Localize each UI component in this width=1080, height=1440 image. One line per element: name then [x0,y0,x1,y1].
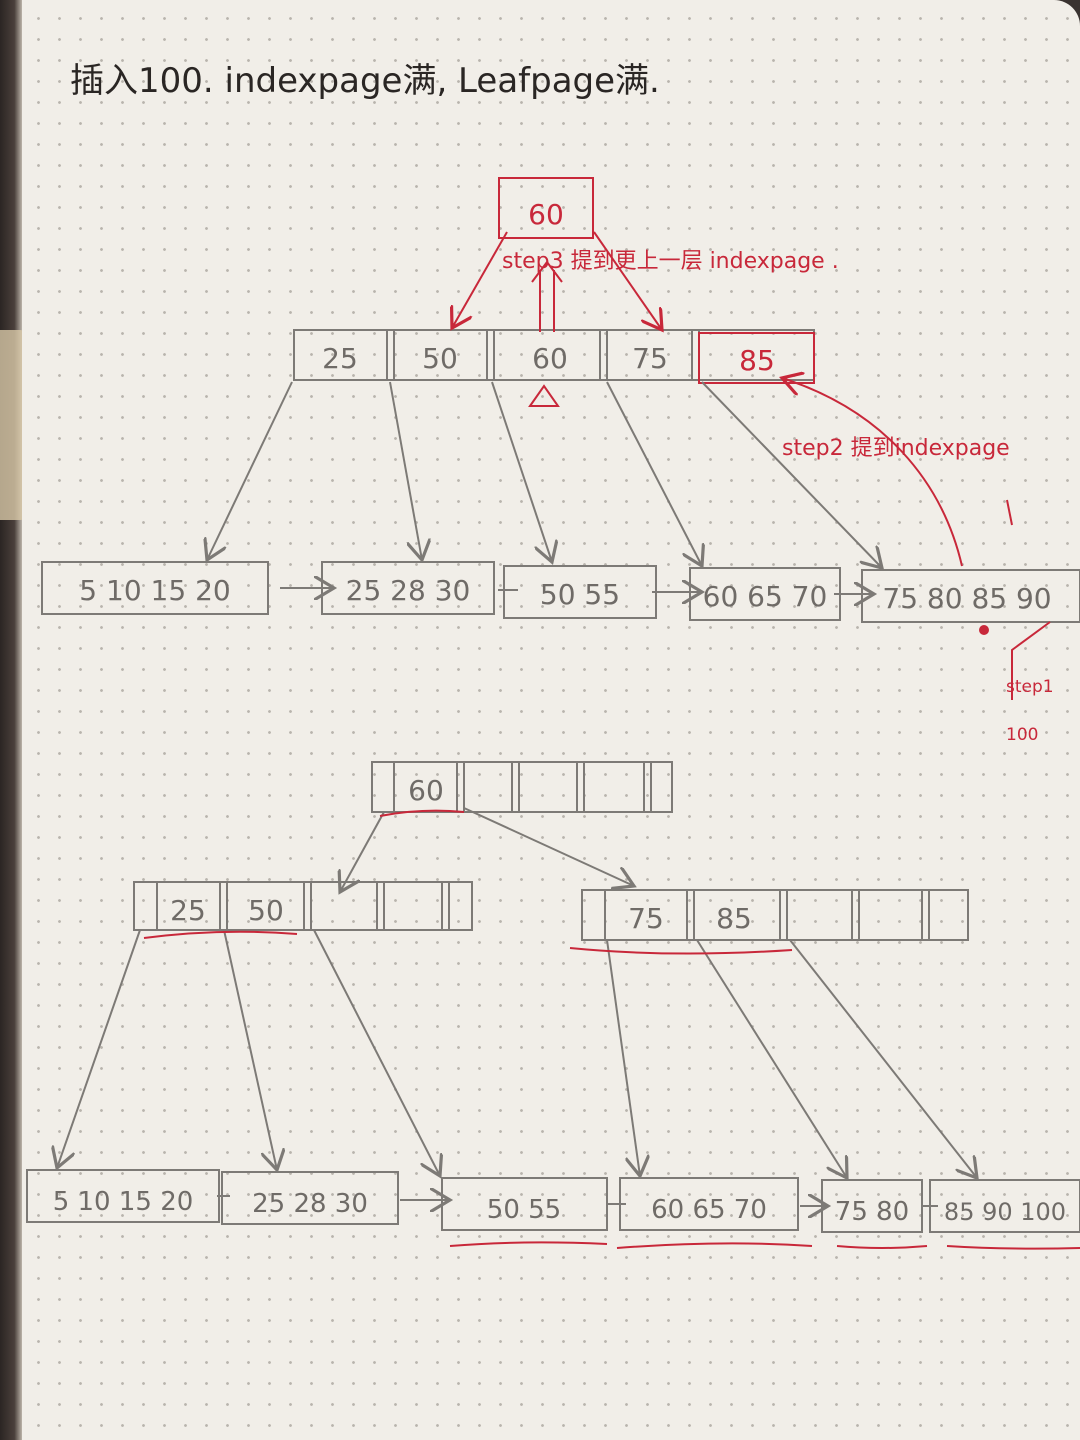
before-step-notes: step3 提到更上一层 indexpage . step2 提到indexpa… [502,249,1054,745]
before-leaf-text: 25 28 30 [346,574,471,607]
before-new-slot-85 [698,332,815,384]
before-index-key: 60 [532,342,568,375]
before-root-box [498,177,594,239]
before-leaf-text: 50 55 [540,578,620,611]
after-right-index-key: 85 [716,902,752,935]
before-index-key: 50 [422,342,458,375]
split-point-triangle [528,384,560,407]
after-leaf-text: 85 90 100 [944,1198,1066,1226]
after-leaf-text: 50 55 [487,1195,561,1225]
before-leaf-text: 60 65 70 [703,580,828,613]
after-left-index-key: 50 [248,894,284,927]
before-leaf-text: 75 80 85 90 [882,582,1051,615]
before-labels: 60 25 50 60 75 85 5 10 15 20 25 28 30 50… [79,198,1051,615]
before-leaf-1 [41,561,269,615]
before-index-key: 85 [739,344,775,377]
after-leaf-text: 60 65 70 [651,1195,767,1225]
notebook-binding [0,0,24,1440]
after-labels: 60 25 50 75 85 5 10 15 20 25 28 30 50 55… [53,774,1066,1227]
before-index-key: 25 [322,342,358,375]
after-right-index [581,889,969,941]
after-root-page [371,761,673,813]
step2-note: step2 提到indexpage [782,436,1010,461]
after-leaf-text: 5 10 15 20 [53,1187,194,1217]
btree-split-diagram: 插入100. indexpage满, Leafpage满. [26,61,1080,1250]
after-leaf-text: 75 80 [835,1197,909,1227]
after-root-key: 60 [408,774,444,807]
after-red-underlines [143,809,1080,1250]
before-tree [41,177,1080,623]
after-right-index-key: 75 [628,902,664,935]
after-left-index-key: 25 [170,894,206,927]
after-leaf-text: 25 28 30 [252,1189,368,1219]
page-title: 插入100. indexpage满, Leafpage满. [70,61,660,101]
step1-value: 100 [1006,725,1038,745]
before-leaf-text: 5 10 15 20 [79,574,230,607]
before-index-key: 75 [632,342,668,375]
after-tree [26,761,1080,1233]
step3-note: step3 提到更上一层 indexpage . [502,249,839,274]
after-leaf-2 [221,1171,399,1225]
step1-note: step1 [1006,677,1054,697]
notebook-page: 插入100. indexpage满, Leafpage满. [22,0,1080,1440]
before-red-annotations [452,231,1051,700]
before-root-key: 60 [528,198,564,231]
